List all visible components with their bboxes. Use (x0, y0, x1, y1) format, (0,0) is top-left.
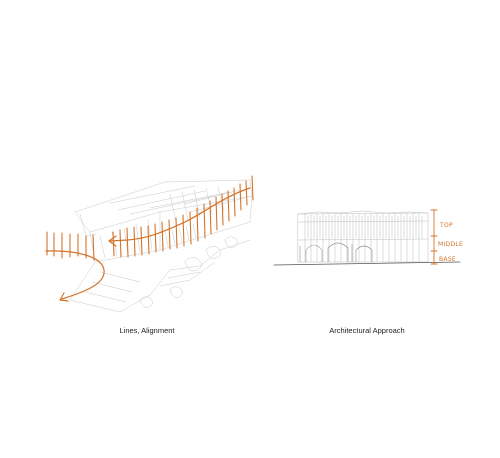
label-top: TOP (439, 222, 453, 229)
elevation-sketch (297, 210, 429, 263)
flow-arrow (45, 187, 251, 302)
caption-architectural-approach: Architectural Approach (329, 326, 405, 335)
arrow-left-icon (108, 235, 117, 247)
arrow-down-left-icon (59, 292, 69, 302)
alignment-lines (46, 175, 254, 261)
dimension-bracket (430, 209, 438, 265)
label-middle: MIDDLE (438, 241, 463, 248)
base-arches (299, 242, 373, 263)
label-base: BASE (439, 256, 456, 263)
caption-lines-alignment: Lines, Alignment (119, 326, 175, 335)
ground-line (273, 261, 461, 266)
